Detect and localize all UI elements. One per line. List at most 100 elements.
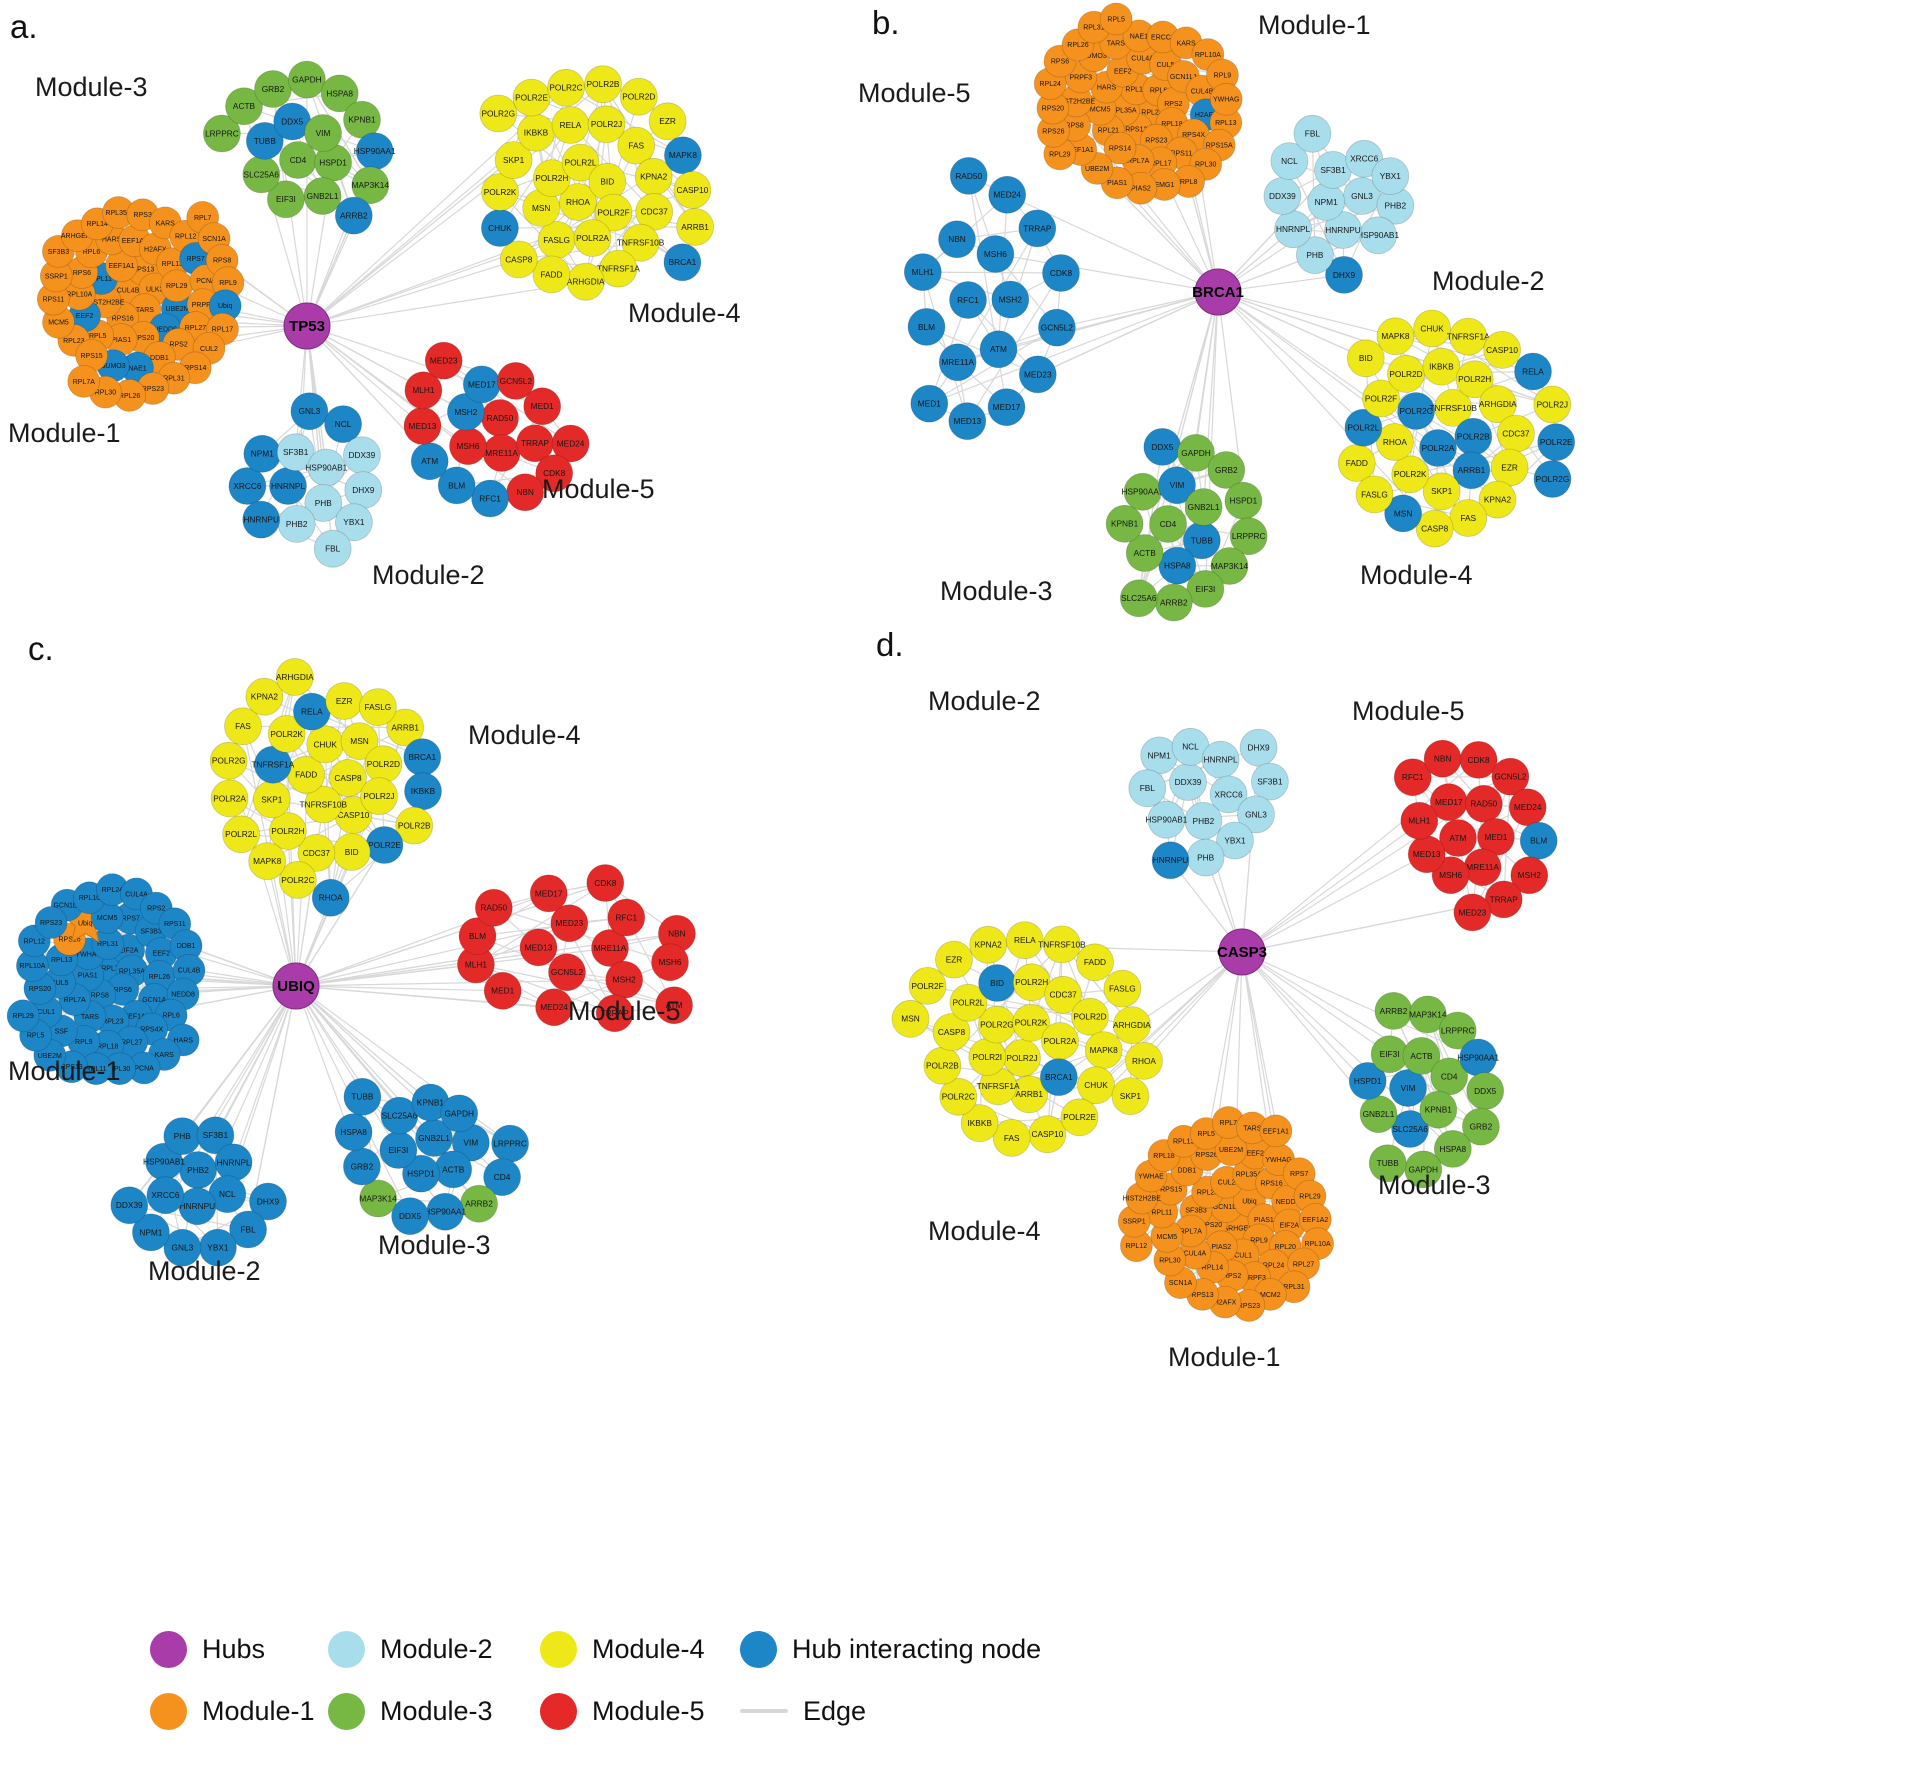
node-label: PHB: [174, 1131, 192, 1141]
node-label: RFC1: [479, 493, 501, 503]
node-label: POLR2A: [213, 793, 246, 803]
node-label: POLR2H: [1458, 374, 1491, 384]
node-label: RFC1: [1402, 772, 1424, 782]
node-ARRB2: ARRB2: [460, 1184, 498, 1223]
node-label: MCM5: [48, 320, 69, 327]
node-IKBKB: IKBKB: [517, 113, 555, 152]
node-label: GCN5L2: [1494, 772, 1527, 782]
node-label: POLR2C: [942, 1092, 975, 1102]
node-circle: [163, 1228, 202, 1267]
node-BRCA1: BRCA1: [663, 243, 702, 282]
node-RAD50: RAD50: [949, 156, 988, 195]
node-EEF1A1: EEF1A1: [1259, 1114, 1293, 1148]
node-label: GAPDH: [1409, 1164, 1439, 1174]
node-GCN5L2: GCN5L2: [496, 361, 535, 400]
node-CD4: CD4: [279, 141, 317, 179]
node-label: MED13: [1413, 849, 1441, 859]
node-label: KPNB1: [1111, 519, 1139, 529]
node-label: VIM: [316, 128, 331, 138]
node-circle: [547, 68, 585, 107]
node-label: RPS23: [142, 386, 164, 393]
node-label: MED1: [1484, 832, 1507, 842]
node-CDK8: CDK8: [1042, 254, 1080, 292]
hub-casp3: CASP3: [1217, 928, 1267, 976]
node-label: POLR2L: [225, 829, 257, 839]
node-MED13: MED13: [403, 406, 442, 445]
node-label: H2AFX: [1195, 112, 1218, 119]
node-circle: [1419, 429, 1457, 467]
node-label: CD4: [1441, 1071, 1458, 1081]
node-label: GNL3: [172, 1243, 194, 1253]
node-label: RPS8: [91, 993, 109, 1000]
node-circle: [313, 529, 352, 568]
node-label: RPS13: [61, 1064, 83, 1071]
node-label: BID: [990, 978, 1004, 988]
node-label: HIST2H2BE: [1123, 1195, 1161, 1202]
node-label: GRB2: [1470, 1122, 1493, 1132]
node-label: RPL30: [95, 390, 117, 397]
node-circle: [131, 1213, 170, 1252]
node-RPL29: RPL29: [6, 999, 40, 1033]
node-MSH6: MSH6: [449, 427, 487, 466]
legend-item-hub-interacting: Hub interacting node: [740, 1630, 1170, 1668]
node-label: SSRP1: [45, 273, 68, 280]
node-label: BLM: [469, 931, 486, 941]
node-circle: [1478, 385, 1517, 424]
node-circle: [304, 114, 342, 152]
node-label: HARS: [173, 1037, 193, 1044]
node-label: TRRAP: [521, 438, 550, 448]
node-label: MED24: [1514, 802, 1542, 812]
node-label: EEF1A3: [124, 1014, 150, 1021]
node-circle: [304, 785, 343, 824]
node-label: RPS23: [1145, 138, 1167, 145]
node-label: PHB2: [1384, 201, 1406, 211]
node-RHOA: RHOA: [559, 183, 597, 221]
node-label: CHUK: [1420, 323, 1444, 333]
node-DHX9: DHX9: [249, 1182, 287, 1221]
node-MED24: MED24: [551, 424, 590, 463]
node-label: RPS26: [1042, 129, 1064, 136]
node-label: HSP90AA1: [424, 1207, 466, 1217]
node-label: CDC37: [641, 207, 669, 217]
node-circle: [483, 1158, 522, 1196]
node-label: HSPD1: [407, 1169, 435, 1179]
node-label: PCNA: [134, 1065, 154, 1072]
node-label: RPS14: [184, 365, 206, 372]
node-circle: [1012, 1003, 1050, 1042]
node-PHB: PHB: [1296, 236, 1334, 275]
node-label: MRE11A: [594, 943, 627, 953]
node-POLR2B: POLR2B: [923, 1046, 962, 1085]
node-label: EIF3I: [276, 194, 296, 204]
node-label: RAD50: [480, 903, 507, 913]
node-circle: [210, 779, 249, 818]
node-label: RAD50: [1470, 799, 1497, 809]
node-label: GRB2: [351, 1161, 374, 1171]
node-label: POLR2B: [398, 821, 431, 831]
node-circle: [548, 953, 586, 992]
node-label: SF3B3: [140, 929, 162, 936]
node-label: SF3B1: [203, 1130, 229, 1140]
node-circle: [386, 708, 425, 747]
node-circle: [278, 861, 317, 899]
node-circle: [594, 193, 633, 232]
node-circle: [1537, 423, 1576, 462]
node-POLR2J: POLR2J: [587, 105, 626, 144]
module-label-c-module-2: Module-2: [148, 1256, 261, 1286]
node-FBL: FBL: [313, 529, 352, 568]
node-circle: [276, 433, 315, 472]
node-circle: [1149, 505, 1187, 543]
module-label-d-module-4: Module-4: [928, 1216, 1041, 1246]
node-circle: [607, 898, 646, 937]
node-label: CDC37: [1502, 429, 1530, 439]
node-label: TNFRSF1A: [251, 760, 294, 770]
node-label: PHB2: [187, 1165, 209, 1175]
node-label: SF3B1: [283, 447, 309, 457]
node-circle: [1158, 466, 1196, 505]
node-label: Ubiq: [1242, 1198, 1257, 1205]
node-RPL35A: RPL35A: [102, 196, 135, 229]
node-CASP10: CASP10: [673, 171, 712, 209]
node-label: RPL8: [1180, 179, 1198, 186]
node-label: RPS23: [1238, 1303, 1260, 1310]
legend: Hubs Module-2 Module-4 Hub interacting n…: [150, 1618, 1170, 1742]
node-ARRB1: ARRB1: [386, 708, 425, 747]
